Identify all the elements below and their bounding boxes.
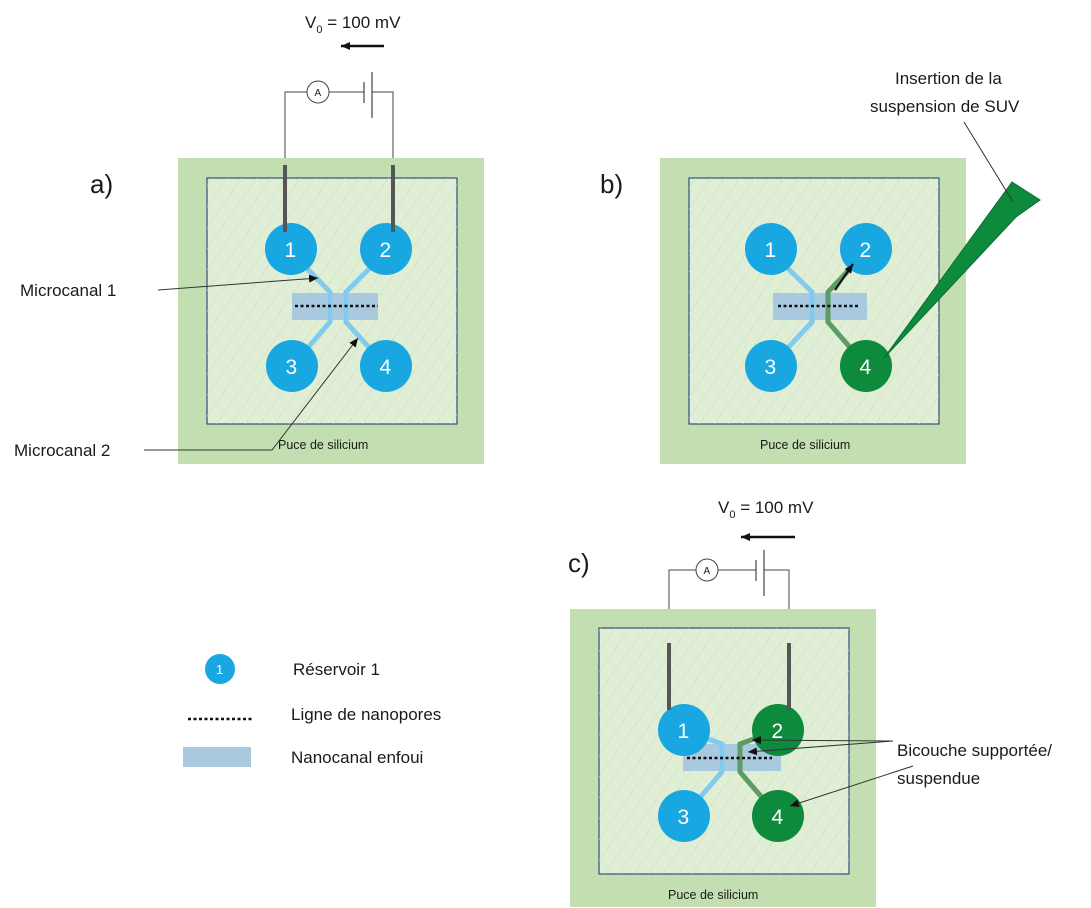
bicouche-label-line2: suspendue — [897, 769, 980, 788]
legend: 1 Réservoir 1 Ligne de nanopores Nanocan… — [183, 654, 441, 767]
reservoir-2-b: 2 — [840, 223, 892, 275]
nanocanal-b — [773, 293, 867, 320]
chip-label-c: Puce de silicium — [668, 888, 758, 902]
microcanal-2-label: Microcanal 2 — [14, 441, 110, 460]
bicouche-pointer-1 — [747, 740, 894, 756]
reservoir-number: 4 — [772, 806, 784, 829]
ammeter-label-c: A — [704, 566, 711, 577]
microcanal-1-label: Microcanal 1 — [20, 281, 116, 300]
chip-label-a: Puce de silicium — [278, 438, 368, 452]
legend-reservoir-number: 1 — [216, 662, 223, 677]
legend-reservoir-label: Réservoir 1 — [293, 660, 380, 679]
legend-item-nanopores: Ligne de nanopores — [188, 705, 441, 724]
insertion-label-line1: Insertion de la — [895, 69, 1002, 88]
bicouche-pointer-3 — [789, 765, 914, 808]
voltage-label-c: V0 = 100 mV — [718, 498, 814, 521]
panel-c: c) V0 = 100 mV A Puce de silicium 1 2 — [568, 498, 1052, 907]
reservoir-4-b: 4 — [840, 340, 892, 392]
reservoir-2-c: 2 — [752, 704, 804, 756]
legend-nanopores-label: Ligne de nanopores — [291, 705, 441, 724]
panel-a-label: a) — [90, 169, 113, 199]
reservoir-1-c: 1 — [658, 704, 710, 756]
reservoir-1-b: 1 — [745, 223, 797, 275]
reservoir-4-c: 4 — [752, 790, 804, 842]
bicouche-label-line1: Bicouche supportée/ — [897, 741, 1052, 760]
microcanal-1-pointer — [157, 274, 319, 291]
pipette-icon — [883, 181, 1041, 359]
legend-reservoir-icon — [205, 654, 235, 684]
reservoir-number: 3 — [765, 356, 777, 379]
legend-nanocanal-swatch — [183, 747, 251, 767]
panel-b-label: b) — [600, 169, 623, 199]
bicouche-pointer-2 — [751, 736, 894, 745]
reservoir-3-c: 3 — [658, 790, 710, 842]
reservoir-number: 1 — [765, 239, 777, 262]
reservoir-number: 2 — [860, 239, 872, 262]
reservoir-number: 1 — [285, 239, 297, 262]
reservoir-1-a: 1 — [265, 223, 317, 275]
flow-arrow-b — [834, 263, 854, 291]
legend-nanocanal-label: Nanocanal enfoui — [291, 748, 423, 767]
reservoir-number: 2 — [772, 720, 784, 743]
reservoir-number: 4 — [380, 356, 392, 379]
microcanal-2-pointer — [144, 337, 359, 451]
reservoir-number: 3 — [678, 806, 690, 829]
reservoir-4-a: 4 — [360, 340, 412, 392]
insertion-pointer — [963, 121, 1014, 203]
voltage-label-a: V0 = 100 mV — [305, 13, 401, 36]
legend-item-nanocanal: Nanocanal enfoui — [183, 747, 423, 767]
reservoir-number: 2 — [380, 239, 392, 262]
insertion-label-line2: suspension de SUV — [870, 97, 1020, 116]
legend-item-reservoir: 1 Réservoir 1 — [205, 654, 380, 684]
chip-label-b: Puce de silicium — [760, 438, 850, 452]
reservoir-number: 4 — [860, 356, 872, 379]
reservoir-number: 1 — [678, 720, 690, 743]
panel-c-label: c) — [568, 548, 590, 578]
reservoir-3-b: 3 — [745, 340, 797, 392]
ammeter-label-a: A — [315, 88, 322, 99]
reservoir-3-a: 3 — [266, 340, 318, 392]
reservoir-number: 3 — [286, 356, 298, 379]
panel-b: b) Puce de silicium 1 2 3 4 Inse — [600, 69, 1041, 464]
panel-a: a) V0 = 100 mV A Puce de silicium — [14, 13, 484, 464]
reservoir-2-a: 2 — [360, 223, 412, 275]
